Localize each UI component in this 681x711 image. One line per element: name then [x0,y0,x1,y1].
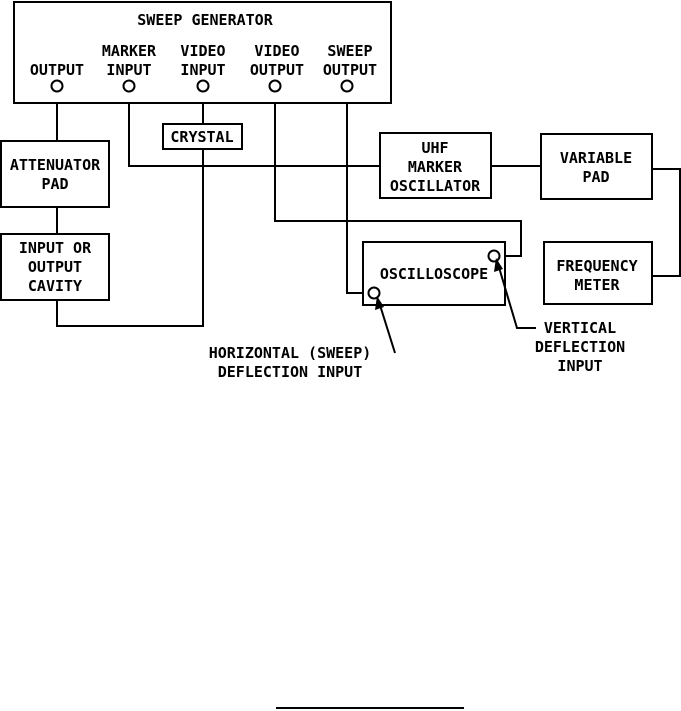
oscilloscope-block: OSCILLOSCOPE [362,241,506,306]
variable-pad-box [540,133,653,200]
vertical-callout-line1: VERTICAL [544,319,616,337]
wires [56,92,681,327]
crystal-block: CRYSTAL [162,123,243,150]
port-label-video-input-line2: INPUT [180,61,225,79]
vertical-callout-arrowhead [494,258,503,272]
port-label-sweep-output-line2: OUTPUT [323,61,377,79]
uhf-label-line2: MARKER [408,158,463,176]
port-label-marker-input-line1: MARKER [102,42,157,60]
wire-variable-pad-to-frequency-meter [652,168,681,277]
cavity-label-line3: CAVITY [28,277,82,295]
port-label-video-output-line2: OUTPUT [250,61,304,79]
crystal-box [162,123,243,150]
attenuator-pad-box [0,140,110,208]
callout-labels: HORIZONTAL (SWEEP) DEFLECTION INPUT VERT… [209,319,625,381]
vertical-callout-leader [497,263,536,329]
cavity-label-line2: OUTPUT [28,258,82,276]
sweep-output-jack [340,79,354,93]
wire-video-output-to-vertical-input [274,92,522,257]
horizontal-callout-leader [378,301,396,354]
variable-pad-label-line1: VARIABLE [560,149,632,167]
port-label-output-line2: OUTPUT [30,61,84,79]
vertical-callout-line3: INPUT [557,357,602,375]
variable-pad-block: VARIABLE PAD [540,133,653,200]
vertical-callout-line2: DEFLECTION [535,338,625,356]
horizontal-input-jack [367,286,381,300]
sweep-generator-title: SWEEP GENERATOR [137,11,273,29]
output-jack [50,79,64,93]
wire-cavity-to-crystal [56,149,204,327]
marker-input-jack [122,79,136,93]
uhf-label-line1: UHF [421,139,448,157]
port-label-video-output-line1: VIDEO [254,42,299,60]
attenuator-pad-label-line1: ATTENUATOR [10,156,101,174]
oscilloscope-label: OSCILLOSCOPE [380,265,488,283]
port-label-sweep-output-line1: SWEEP [327,42,372,60]
attenuator-pad-block: ATTENUATOR PAD [0,140,110,208]
sweep-generator: SWEEP GENERATOR OUTPUT MARKER INPUT VIDE… [13,1,392,104]
horizontal-callout-line1: HORIZONTAL (SWEEP) [209,344,372,362]
oscilloscope-box [362,241,506,306]
uhf-marker-oscillator-box [379,132,492,199]
uhf-label-line3: OSCILLATOR [390,177,481,195]
callout-leaders [375,258,536,354]
frequency-meter-box [543,241,653,305]
vertical-input-jack [487,249,501,263]
port-label-marker-input-line2: INPUT [106,61,151,79]
video-output-jack [268,79,282,93]
uhf-marker-oscillator-block: UHF MARKER OSCILLATOR [379,132,492,199]
port-label-video-input-line1: VIDEO [180,42,225,60]
cavity-label-line1: INPUT OR [19,239,92,257]
wire-marker-input-to-uhf [128,92,380,167]
frequency-meter-block: FREQUENCY METER [543,241,653,305]
cavity-block: INPUT OR OUTPUT CAVITY [0,233,110,301]
horizontal-callout-line2: DEFLECTION INPUT [218,363,363,381]
frequency-meter-label-line2: METER [574,276,620,294]
variable-pad-label-line2: PAD [582,168,609,186]
crystal-label: CRYSTAL [170,128,233,146]
frequency-meter-label-line1: FREQUENCY [556,257,637,275]
wire-sweep-output-to-horizontal-input [346,92,369,294]
attenuator-pad-label-line2: PAD [41,175,68,193]
video-input-jack [196,79,210,93]
horizontal-callout-arrowhead [375,296,384,310]
cavity-box [0,233,110,301]
